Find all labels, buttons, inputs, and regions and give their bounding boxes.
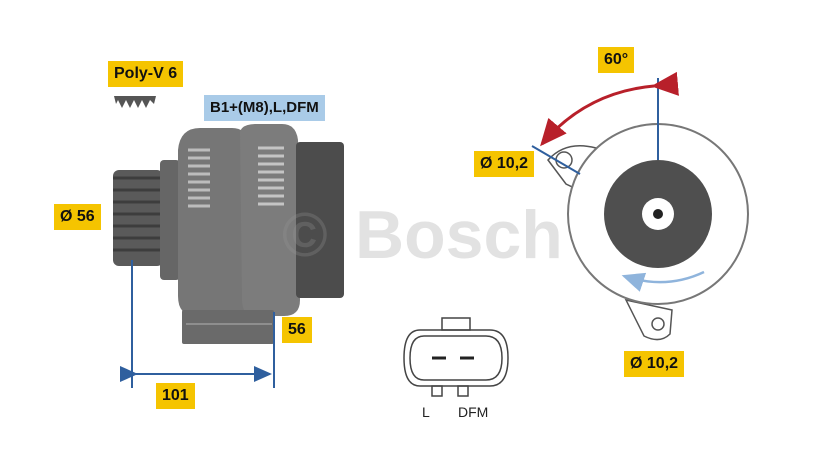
rear-cap xyxy=(296,142,344,298)
rear-vents xyxy=(258,146,284,206)
hole-bottom-diameter-label: Ø 10,2 xyxy=(624,351,685,377)
hole-top-diameter-label: Ø 10,2 xyxy=(474,151,535,177)
front-view-bottom-lug xyxy=(624,298,673,341)
dimension-lines xyxy=(120,260,275,388)
rear-housing xyxy=(240,124,300,316)
watermark-brand: Bosch xyxy=(355,197,563,273)
angle-arc-arrow xyxy=(540,71,679,147)
poly-v-belt-icon xyxy=(114,96,156,108)
connector-pin-l-label: L xyxy=(422,404,430,420)
connector-diagram xyxy=(403,317,509,397)
pulley-diameter-label: Ø 56 xyxy=(54,204,101,230)
length-label: 101 xyxy=(156,383,195,409)
alternator-front-view xyxy=(547,123,749,341)
mount-width-label: 56 xyxy=(282,317,312,343)
angle-label: 60° xyxy=(598,47,635,73)
shaft-center xyxy=(653,209,663,219)
mounting-foot xyxy=(182,310,274,344)
angle-markings xyxy=(531,71,679,175)
pulley xyxy=(113,160,180,280)
front-housing xyxy=(178,128,250,316)
rotation-arrow xyxy=(621,270,705,292)
watermark-copyright-symbol: © xyxy=(282,201,328,270)
alternator-side-view xyxy=(113,124,344,344)
belt-type-label: Poly-V 6 xyxy=(108,61,184,87)
connector-pin-dfm-label: DFM xyxy=(458,404,489,420)
front-vents xyxy=(188,148,210,208)
terminals-label: B1+(M8),L,DFM xyxy=(204,95,325,121)
